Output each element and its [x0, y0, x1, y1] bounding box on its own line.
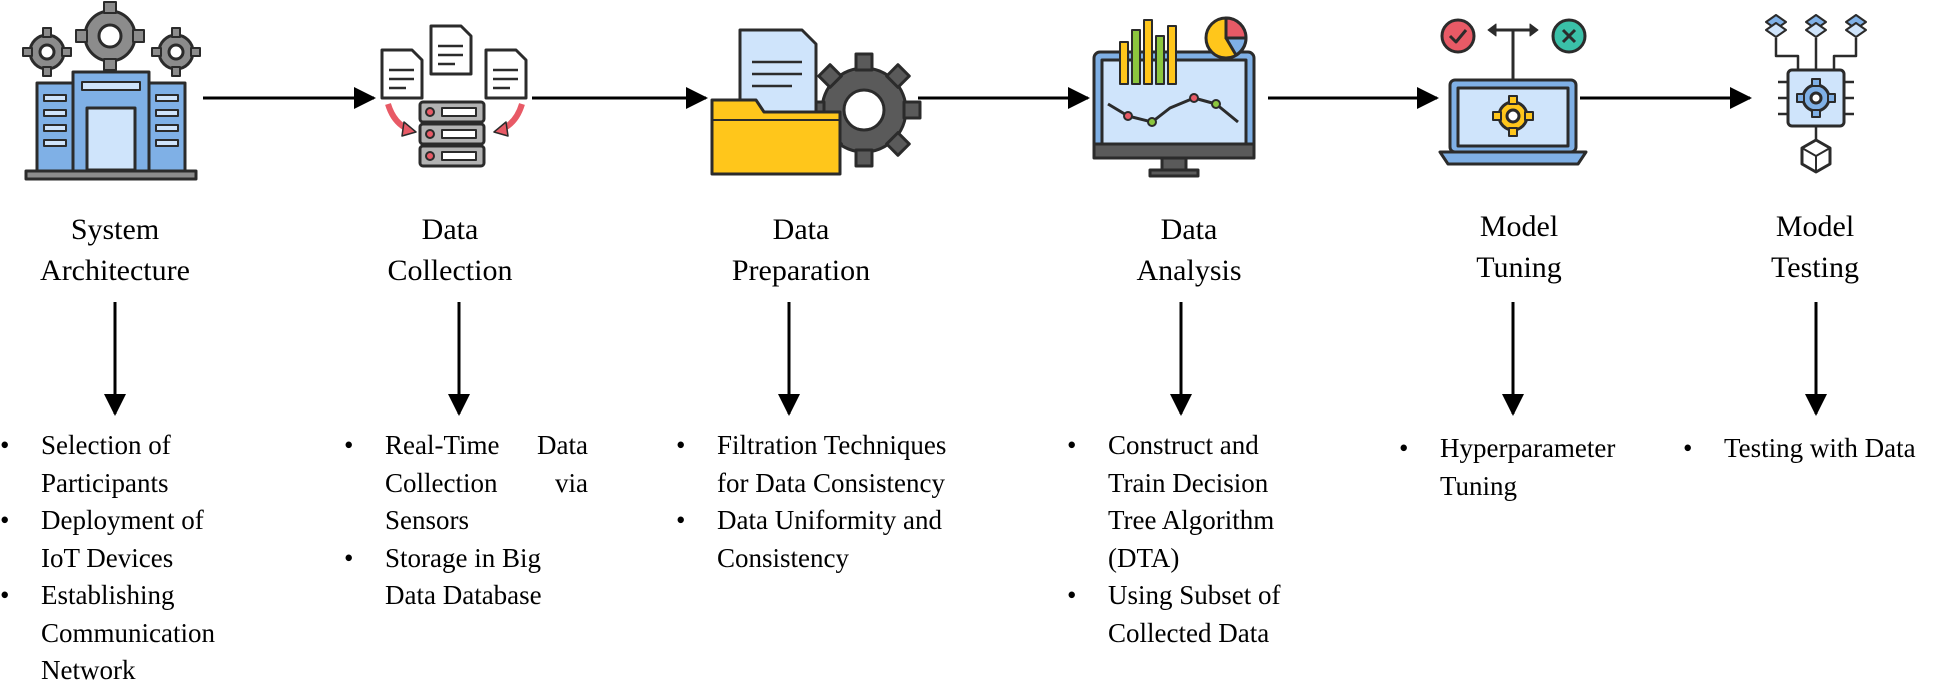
list-item: Testing with Data [1683, 430, 1945, 468]
bullets-system-architecture: Selection of Participants Deployment of … [0, 427, 215, 690]
building-gears-icon [22, 1, 201, 181]
stage-title-line2: Preparation [731, 254, 871, 287]
list-item: Deployment of IoT Devices [0, 502, 210, 577]
monitor-analytics-icon [1092, 16, 1256, 178]
stage-data-analysis: Data Analysis [1069, 209, 1309, 291]
folder-gear-icon [710, 28, 922, 176]
list-item: Selection of Participants [0, 427, 210, 502]
bullets-model-tuning: Hyperparameter Tuning [1399, 430, 1649, 505]
bullets-model-testing: Testing with Data [1683, 430, 1945, 468]
laptop-gear-decision-icon [1438, 18, 1588, 166]
stage-title-line2: Architecture [40, 254, 190, 287]
documents-server-icon [380, 24, 528, 168]
stage-model-tuning: Model Tuning [1399, 206, 1639, 288]
bullets-data-collection: Real-Time Data Collection via Sensors St… [344, 427, 588, 615]
stage-title-line1: Data [1160, 213, 1218, 246]
list-item: Construct and Train Decision Tree Algori… [1067, 427, 1322, 577]
list-item: Filtration Techniques for Data Consisten… [676, 427, 951, 502]
list-item: Using Subset of Collected Data [1067, 577, 1322, 652]
stage-title-line2: Collection [387, 254, 513, 287]
bullets-data-analysis: Construct and Train Decision Tree Algori… [1067, 427, 1322, 652]
stage-title-line2: Tuning [1476, 251, 1562, 284]
stage-title-line1: Data [772, 213, 830, 246]
list-item: Storage in Big Data Database [344, 540, 588, 615]
stage-title-line1: System [70, 213, 160, 246]
stage-title-line2: Analysis [1136, 254, 1242, 287]
chip-network-icon [1765, 14, 1867, 174]
stage-model-testing: Model Testing [1695, 206, 1935, 288]
stage-system-architecture: System Architecture [0, 209, 235, 291]
stage-data-preparation: Data Preparation [681, 209, 921, 291]
stage-title-line1: Model [1479, 210, 1559, 243]
stage-title-line1: Model [1775, 210, 1855, 243]
list-item: Data Uniformity and Consistency [676, 502, 951, 577]
stage-data-collection: Data Collection [330, 209, 570, 291]
bullets-data-preparation: Filtration Techniques for Data Consisten… [676, 427, 951, 577]
list-item: Hyperparameter Tuning [1399, 430, 1649, 505]
stage-title-line1: Data [421, 213, 479, 246]
list-item: Real-Time Data Collection via Sensors [344, 427, 588, 540]
list-item: Establishing Communication Network [0, 577, 215, 690]
stage-title-line2: Testing [1771, 251, 1859, 284]
